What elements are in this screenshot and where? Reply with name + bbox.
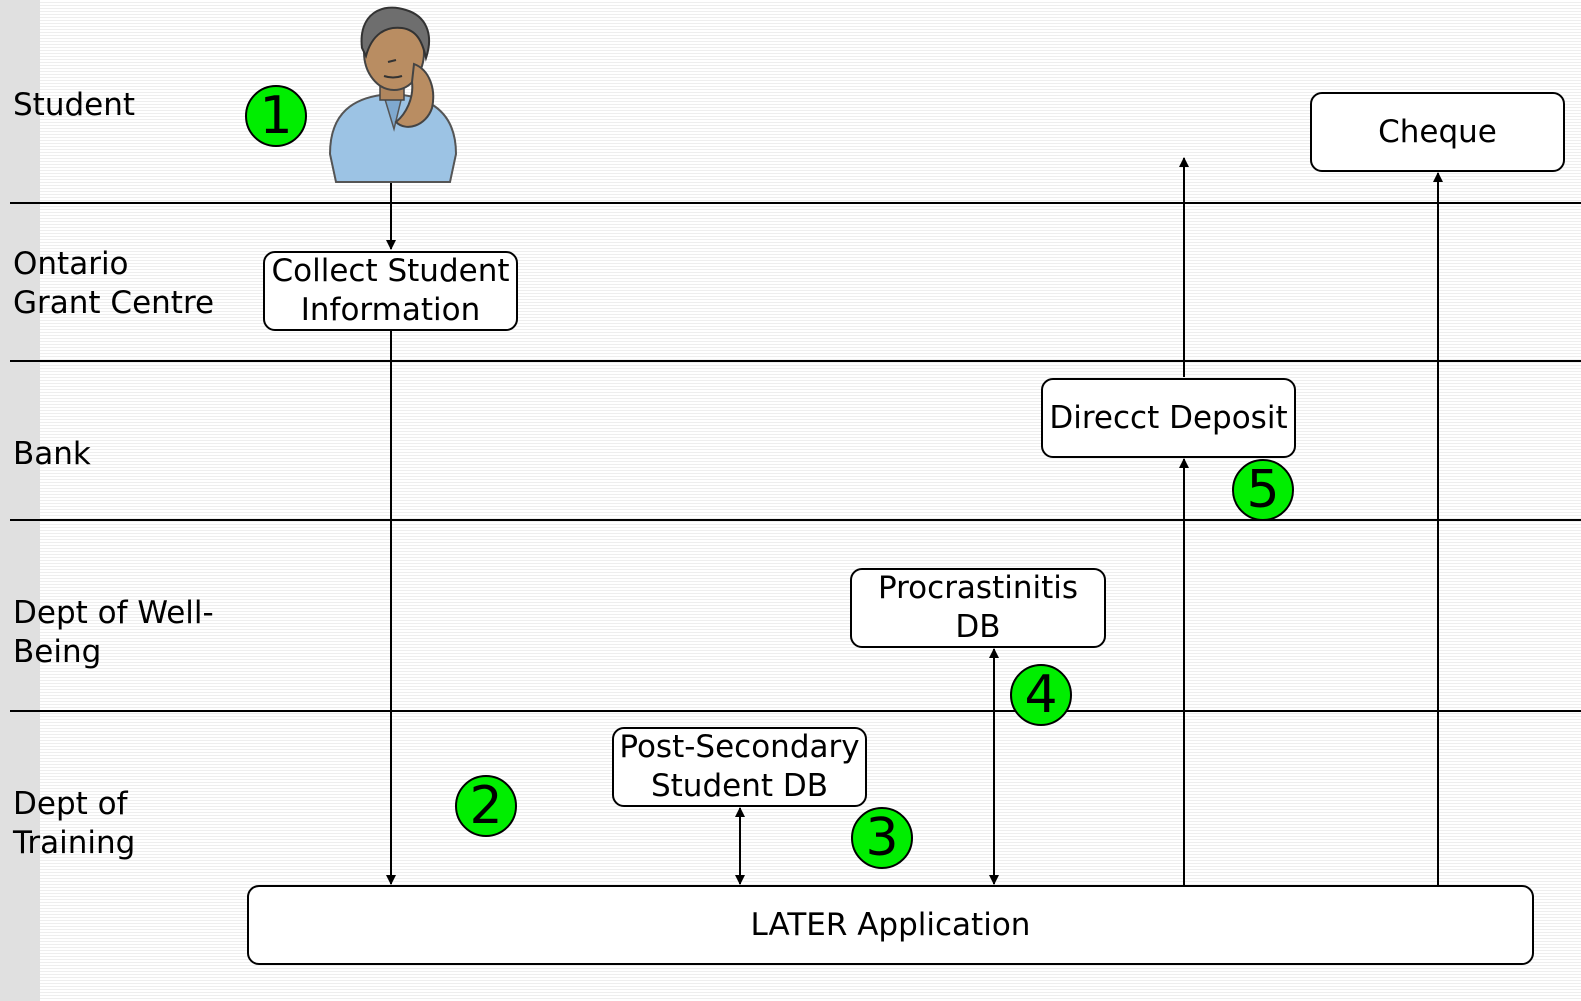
step-badge-4: 4 bbox=[1010, 664, 1072, 726]
step-badge-2: 2 bbox=[455, 775, 517, 837]
cheque-box: Cheque bbox=[1310, 92, 1565, 172]
lane-divider bbox=[10, 360, 1581, 362]
lane-divider bbox=[10, 710, 1581, 712]
step-badge-3: 3 bbox=[851, 807, 913, 869]
later-application-box: LATER Application bbox=[247, 885, 1534, 965]
lane-label-well-being: Dept of Well- Being bbox=[13, 595, 214, 670]
lane-label-student: Student bbox=[13, 87, 136, 123]
lane-label-training: Dept of Training bbox=[13, 786, 136, 861]
post-secondary-db-box: Post-Secondary Student DB bbox=[612, 727, 867, 807]
collect-student-info-box: Collect Student Information bbox=[263, 251, 518, 331]
lane-label-bank: Bank bbox=[13, 436, 91, 472]
left-strip bbox=[0, 0, 40, 1001]
direct-deposit-box: Direcct Deposit bbox=[1041, 378, 1296, 458]
thinking-person-icon bbox=[328, 6, 458, 183]
lane-label-grant-centre: Ontario Grant Centre bbox=[13, 246, 215, 321]
lane-divider bbox=[10, 202, 1581, 204]
step-badge-5: 5 bbox=[1232, 459, 1294, 521]
lane-divider bbox=[10, 519, 1581, 521]
step-badge-1: 1 bbox=[245, 85, 307, 147]
procrastinitis-db-box: Procrastinitis DB bbox=[850, 568, 1106, 648]
